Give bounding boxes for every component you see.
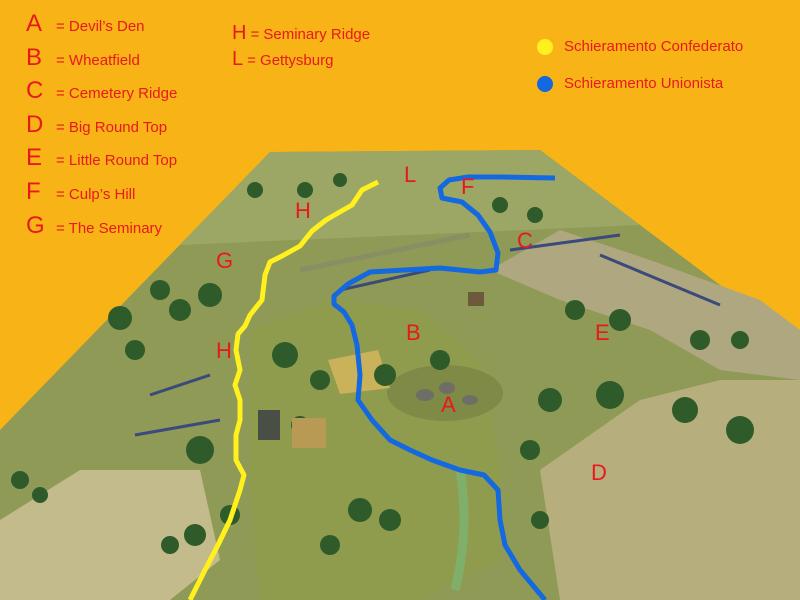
map-label-f: F xyxy=(461,174,475,199)
key-text: = Culp’s Hill xyxy=(56,185,136,203)
terrain-board-far xyxy=(180,150,640,245)
key-item-d: D = Big Round Top xyxy=(26,111,177,145)
legend-item-union: Schieramento Unionista xyxy=(537,65,743,102)
key-item-f: F = Culp’s Hill xyxy=(26,178,177,212)
troop-units xyxy=(134,233,721,437)
key-item-a: A = Devil’s Den xyxy=(26,10,177,44)
rock-area-c xyxy=(490,230,800,380)
confederate-line xyxy=(187,179,380,600)
legend-label: Schieramento Confederato xyxy=(564,38,744,55)
key-letter: C xyxy=(26,77,44,105)
yellow-dot-icon xyxy=(537,38,553,55)
key-letter: D xyxy=(26,110,44,138)
key-text: = Seminary Ridge xyxy=(250,26,371,43)
key-letter: E xyxy=(26,144,43,172)
key-item-h: H = Seminary Ridge xyxy=(232,22,370,48)
map-label-d: D xyxy=(591,460,607,485)
legend: Schieramento Confederato Schieramento Un… xyxy=(537,28,743,102)
road xyxy=(299,232,471,273)
key-list-left: A = Devil’s Den B = Wheatfield C = Cemet… xyxy=(26,10,177,245)
stream xyxy=(450,469,469,592)
key-letter: A xyxy=(26,10,43,37)
key-item-b: B = Wheatfield xyxy=(26,44,177,78)
key-item-e: E = Little Round Top xyxy=(26,144,177,178)
map-label-e: E xyxy=(595,320,610,345)
map-label-b: B xyxy=(406,320,421,345)
key-letter: G xyxy=(26,211,45,239)
devils-den-rocks xyxy=(416,382,478,405)
key-text: = Wheatfield xyxy=(56,51,140,69)
key-item-l: L = Gettysburg xyxy=(232,48,370,74)
union-line xyxy=(331,174,556,600)
key-text: = Devil’s Den xyxy=(56,18,145,35)
rock-area-left xyxy=(0,470,220,600)
map-label-l: L xyxy=(404,162,417,187)
key-text: = Little Round Top xyxy=(56,152,178,170)
key-letter: B xyxy=(26,43,43,71)
map-label-a: A xyxy=(441,392,456,417)
key-letter: L xyxy=(232,48,244,70)
key-text: = Cemetery Ridge xyxy=(56,85,178,103)
key-letter: H xyxy=(232,22,247,44)
map-label-c: C xyxy=(517,228,533,253)
legend-item-confederate: Schieramento Confederato xyxy=(537,28,743,65)
key-list-right: H = Seminary Ridge L = Gettysburg xyxy=(232,22,370,74)
key-item-c: C = Cemetery Ridge xyxy=(26,77,177,111)
buildings xyxy=(258,292,484,448)
key-text: = The Seminary xyxy=(56,219,163,237)
blue-dot-icon xyxy=(537,75,553,92)
key-item-g: G = The Seminary xyxy=(26,212,177,246)
map-label-h-top: H xyxy=(295,198,311,223)
map-label-h-bottom: H xyxy=(216,338,232,363)
key-text: = Gettysburg xyxy=(247,52,334,69)
key-text: = Big Round Top xyxy=(56,118,168,136)
tree-clusters xyxy=(11,173,754,555)
legend-label: Schieramento Unionista xyxy=(564,75,724,92)
map-label-g: G xyxy=(216,248,234,273)
key-letter: F xyxy=(26,177,41,205)
